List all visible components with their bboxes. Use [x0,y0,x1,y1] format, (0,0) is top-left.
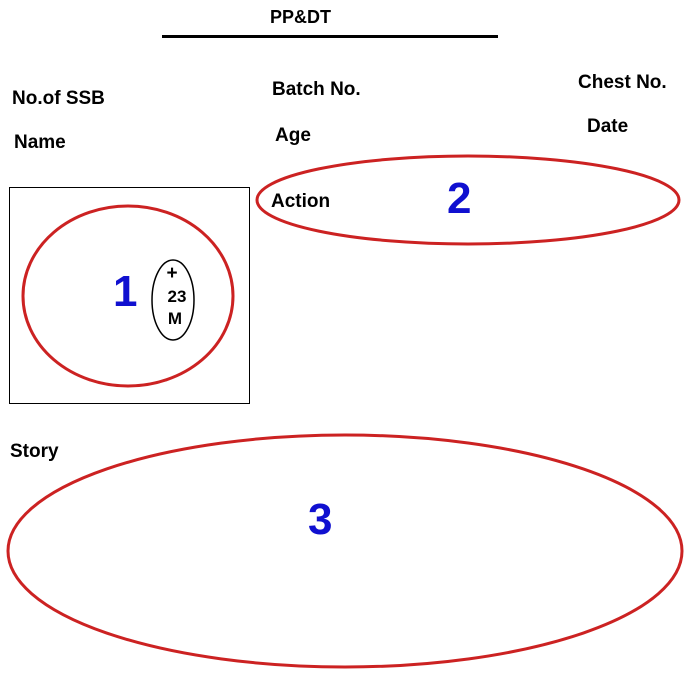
action-label: Action [271,191,331,212]
title-underline [162,35,498,38]
character-age: 23 [167,287,187,306]
page-title: PP&DT [270,7,332,27]
character-mood-sign: + [166,263,178,284]
age-label: Age [275,125,311,146]
highlight-ellipse-3 [6,433,684,669]
highlight-ellipse-2 [255,154,681,246]
highlight-ellipse-1 [21,204,235,388]
character-sex: M [167,309,183,328]
annotation-number-1: 1 [113,267,138,316]
name-label: Name [14,132,66,153]
annotation-number-2: 2 [447,174,472,223]
story-label: Story [10,441,59,462]
date-label: Date [587,116,629,137]
character-marker-ellipse [151,259,195,341]
batch-number-label: Batch No. [272,79,361,100]
ssb-number-label: No.of SSB [12,88,105,109]
annotation-number-3: 3 [308,495,333,544]
picture-box [9,187,250,404]
chest-number-label: Chest No. [578,72,667,93]
